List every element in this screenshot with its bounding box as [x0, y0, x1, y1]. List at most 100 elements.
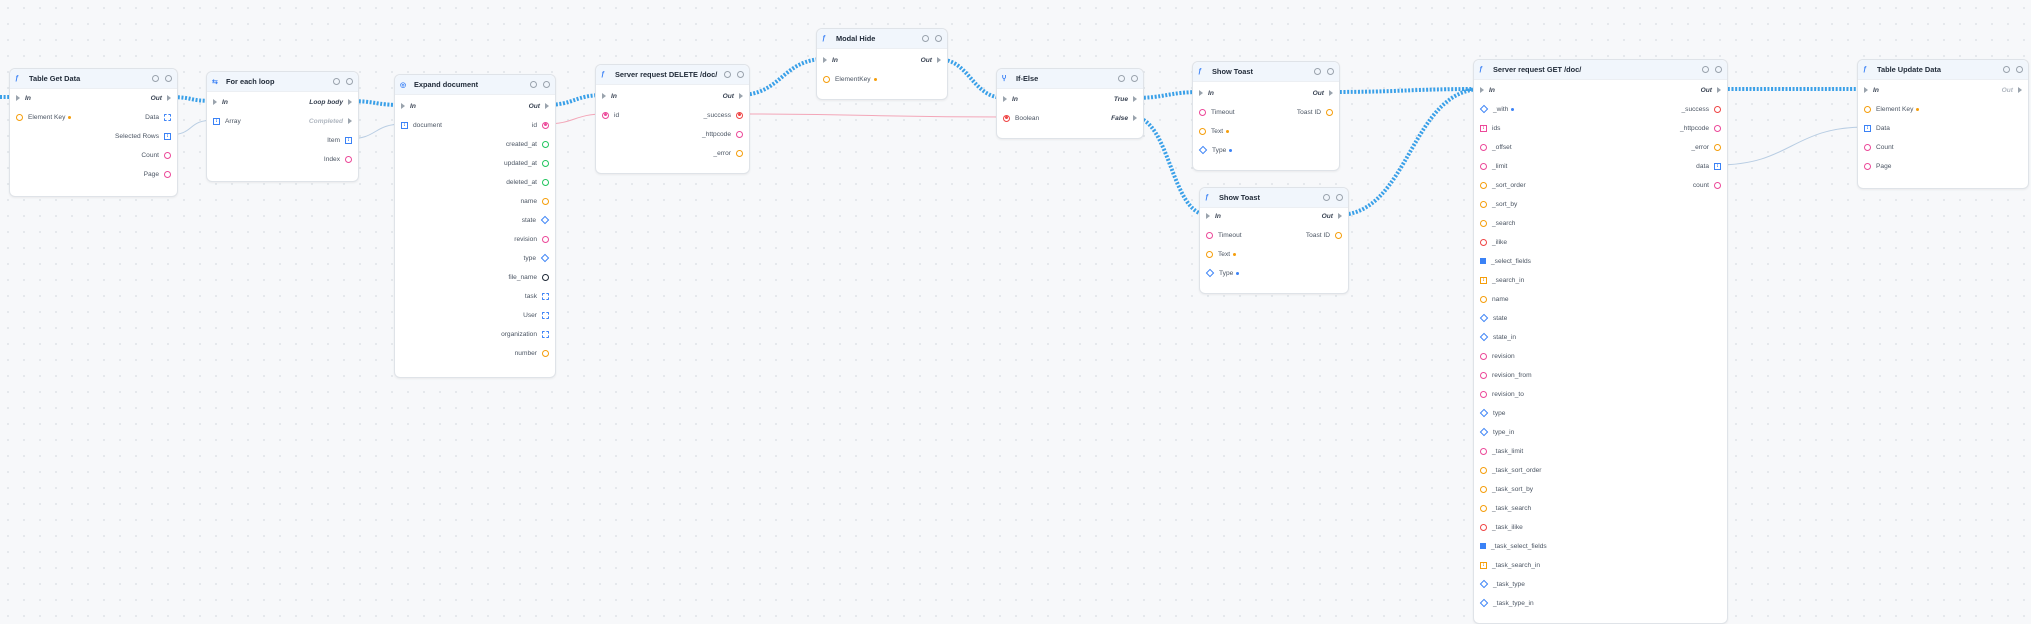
id-output-pin-icon[interactable] — [542, 121, 549, 129]
input-port[interactable]: ⁝_search_in — [1480, 273, 1524, 287]
input-port[interactable]: name — [1480, 292, 1509, 306]
toast-id-output-pin-icon[interactable] — [1326, 108, 1333, 116]
text-input-pin-icon[interactable] — [1199, 127, 1206, 135]
output-port[interactable]: Completed — [309, 114, 352, 128]
input-port[interactable]: _task_sort_by — [1480, 482, 1533, 496]
settings-icon[interactable] — [1702, 66, 1709, 73]
output-port[interactable]: state — [522, 213, 550, 227]
revision-from-input-pin-icon[interactable] — [1480, 371, 1487, 379]
info-icon[interactable] — [2016, 66, 2023, 73]
out-output-pin-icon[interactable] — [2018, 87, 2022, 93]
input-port[interactable]: In — [1199, 86, 1214, 100]
input-port[interactable]: Element Key — [16, 110, 72, 124]
success-output-pin-icon[interactable] — [736, 111, 743, 119]
out-output-pin-icon[interactable] — [1717, 87, 1721, 93]
output-port[interactable]: data⁝ — [1696, 159, 1721, 173]
output-port[interactable]: Count — [141, 148, 171, 162]
output-port[interactable]: Page — [144, 167, 171, 181]
in-input-pin-icon[interactable] — [1864, 87, 1868, 93]
data-edge[interactable] — [1716, 126, 1867, 166]
output-port[interactable]: id — [532, 118, 549, 132]
page-output-pin-icon[interactable] — [164, 170, 171, 178]
state-output-pin-icon[interactable] — [540, 215, 550, 225]
input-port[interactable]: In — [1206, 209, 1221, 223]
output-port[interactable]: Out — [1322, 209, 1342, 223]
type-input-pin-icon[interactable] — [1198, 145, 1208, 155]
data-input-pin-icon[interactable]: ⁝ — [1864, 124, 1871, 132]
input-port[interactable]: ElementKey — [823, 72, 877, 86]
user-output-pin-icon[interactable] — [542, 311, 549, 319]
task-output-pin-icon[interactable] — [542, 292, 549, 300]
data-output-pin-icon[interactable]: ⁝ — [1714, 162, 1721, 170]
input-port[interactable]: _sort_by — [1480, 197, 1517, 211]
state-in-input-pin-icon[interactable] — [1479, 332, 1489, 342]
ilike-input-pin-icon[interactable] — [1480, 238, 1487, 246]
task-sort-order-input-pin-icon[interactable] — [1480, 466, 1487, 474]
input-port[interactable]: ⁝ids — [1480, 121, 1500, 135]
input-port[interactable]: type_in — [1479, 425, 1514, 439]
input-port[interactable]: state_in — [1479, 330, 1516, 344]
info-icon[interactable] — [935, 35, 942, 42]
count-input-pin-icon[interactable] — [1864, 143, 1871, 151]
input-port[interactable]: In — [1480, 83, 1495, 97]
input-port[interactable]: In — [1003, 92, 1018, 106]
input-port[interactable]: revision — [1480, 349, 1515, 363]
input-port[interactable]: In — [602, 89, 617, 103]
boolean-input-pin-icon[interactable] — [1003, 114, 1010, 122]
input-port[interactable]: In — [213, 95, 228, 109]
input-port[interactable]: ⁝Array — [213, 114, 241, 128]
created-at-output-pin-icon[interactable] — [542, 140, 549, 148]
input-port[interactable]: ⁝_task_search_in — [1480, 558, 1540, 572]
elementkey-input-pin-icon[interactable] — [823, 75, 830, 83]
output-port[interactable]: Out — [921, 53, 941, 67]
info-icon[interactable] — [1715, 66, 1722, 73]
settings-icon[interactable] — [1323, 194, 1330, 201]
output-port[interactable]: Out — [1313, 86, 1333, 100]
task-select-fields-input-pin-icon[interactable] — [1480, 543, 1486, 549]
out-output-pin-icon[interactable] — [167, 95, 171, 101]
name-output-pin-icon[interactable] — [542, 197, 549, 205]
info-icon[interactable] — [165, 75, 172, 82]
output-port[interactable]: type — [524, 251, 550, 265]
input-port[interactable]: _limit — [1480, 159, 1507, 173]
node-header[interactable]: ◎Expand document — [395, 75, 555, 95]
data-edge[interactable] — [738, 113, 1006, 118]
input-port[interactable]: Boolean — [1003, 111, 1039, 125]
in-input-pin-icon[interactable] — [823, 57, 827, 63]
error-output-pin-icon[interactable] — [736, 149, 743, 157]
in-input-pin-icon[interactable] — [1480, 87, 1484, 93]
settings-icon[interactable] — [1118, 75, 1125, 82]
loop-body-output-pin-icon[interactable] — [348, 99, 352, 105]
settings-icon[interactable] — [1314, 68, 1321, 75]
output-port[interactable]: _error — [713, 146, 743, 160]
input-port[interactable]: ⁝document — [401, 118, 442, 132]
input-port[interactable]: revision_from — [1480, 368, 1532, 382]
output-port[interactable]: Out — [723, 89, 743, 103]
error-output-pin-icon[interactable] — [1714, 143, 1721, 151]
output-port[interactable]: Toast ID — [1297, 105, 1333, 119]
updated-at-output-pin-icon[interactable] — [542, 159, 549, 167]
input-port[interactable]: Timeout — [1199, 105, 1235, 119]
completed-output-pin-icon[interactable] — [348, 118, 352, 124]
output-port[interactable]: _success — [1682, 102, 1721, 116]
task-ilike-input-pin-icon[interactable] — [1480, 523, 1487, 531]
type-in-input-pin-icon[interactable] — [1479, 427, 1489, 437]
index-output-pin-icon[interactable] — [345, 155, 352, 163]
input-port[interactable]: _task_limit — [1480, 444, 1523, 458]
document-input-pin-icon[interactable]: ⁝ — [401, 121, 408, 129]
input-port[interactable]: Element Key — [1864, 102, 1920, 116]
search-input-pin-icon[interactable] — [1480, 219, 1487, 227]
ids-input-pin-icon[interactable]: ⁝ — [1480, 124, 1487, 132]
out-output-pin-icon[interactable] — [545, 103, 549, 109]
output-port[interactable]: Out — [2002, 83, 2022, 97]
input-port[interactable]: In — [16, 91, 31, 105]
